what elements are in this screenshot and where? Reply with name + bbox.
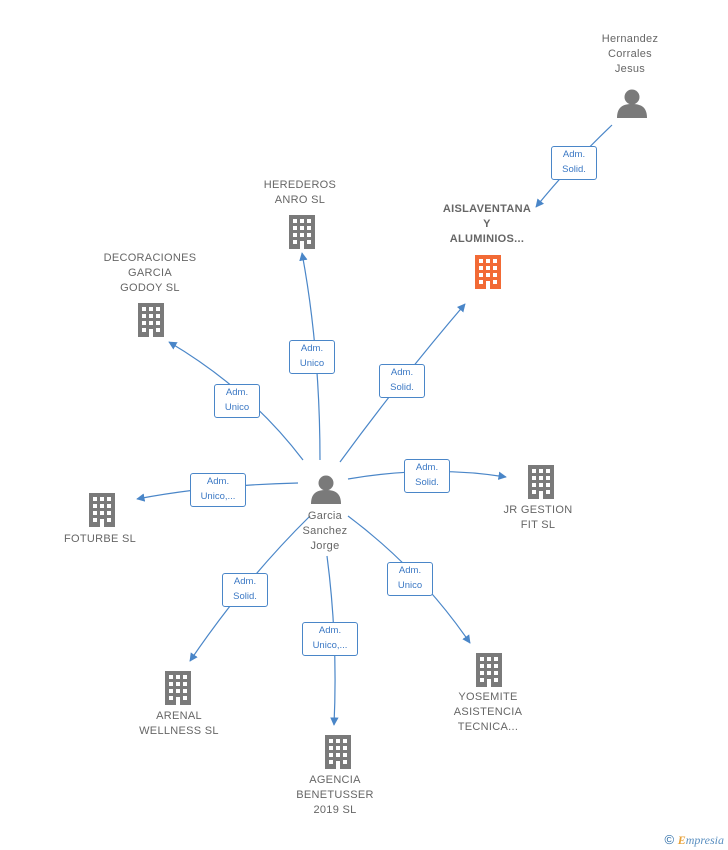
edge-label-center-foturbe[interactable]: Adm. Unico,... [190,473,246,507]
building-icon[interactable] [89,493,115,527]
copyright-symbol: © [664,832,675,847]
node-label-aislaventana[interactable]: AISLAVENTANA Y ALUMINIOS... [442,203,532,245]
node-label-yosemite[interactable]: YOSEMITE ASISTENCIA TECNICA... [453,691,523,733]
edge-label-center-decoraciones[interactable]: Adm. Unico [214,384,260,418]
person-icon[interactable] [311,475,341,505]
brand-initial: E [677,833,686,847]
building-icon[interactable] [325,735,351,769]
node-label-agencia[interactable]: AGENCIA BENETUSSER 2019 SL [296,774,374,816]
brand-name: mpresia [685,833,724,847]
edge-label-center-herederos[interactable]: Adm. Unico [289,340,335,374]
node-label-herederos[interactable]: HEREDEROS ANRO SL [263,179,337,206]
edge-label-center-agencia[interactable]: Adm. Unico,... [302,622,358,656]
building-icon[interactable] [476,653,502,687]
node-label-arenal[interactable]: ARENAL WELLNESS SL [139,710,219,737]
building-icon[interactable] [289,215,315,249]
building-icon[interactable] [475,255,501,289]
node-label-jrgestion[interactable]: JR GESTION FIT SL [503,504,573,531]
edge-label-center-aislaventana[interactable]: Adm. Solid. [379,364,425,398]
copyright: © Empresia [665,832,724,848]
edge-label-center-jrgestion[interactable]: Adm. Solid. [404,459,450,493]
edge-label-hernandez-aislaventana[interactable]: Adm. Solid. [551,146,597,180]
person-icon[interactable] [617,89,647,119]
brand-logo[interactable]: Empresia [678,833,724,847]
building-icon[interactable] [528,465,554,499]
edge-label-center-yosemite[interactable]: Adm. Unico [387,562,433,596]
node-label-hernandez[interactable]: Hernandez Corrales Jesus [601,33,659,75]
edge-label-center-arenal[interactable]: Adm. Solid. [222,573,268,607]
node-label-foturbe[interactable]: FOTURBE SL [63,533,137,545]
node-label-decoraciones[interactable]: DECORACIONES GARCIA GODOY SL [103,252,197,294]
node-label-center[interactable]: Garcia Sanchez Jorge [302,510,348,552]
building-icon[interactable] [138,303,164,337]
building-icon[interactable] [165,671,191,705]
